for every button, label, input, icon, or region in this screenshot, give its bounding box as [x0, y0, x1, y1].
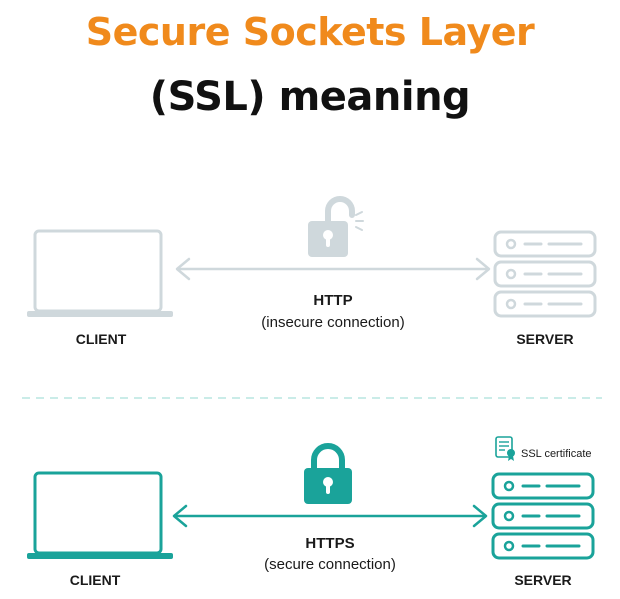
laptop-icon	[27, 229, 173, 317]
double-arrow-icon	[175, 257, 491, 281]
page-title-line-2: (SSL) meaning	[149, 74, 471, 120]
section-divider	[22, 397, 602, 399]
http-protocol-label: HTTP	[313, 292, 353, 309]
page-title-line-1: Secure Sockets Layer	[85, 10, 535, 54]
client-label: CLIENT	[75, 331, 127, 347]
https-protocol-label: HTTPS	[305, 535, 355, 552]
server-icon	[491, 472, 595, 560]
server-icon	[493, 230, 597, 318]
ssl-certificate-icon	[495, 436, 515, 461]
http-connection-description: (insecure connection)	[261, 314, 405, 331]
client-label: CLIENT	[69, 572, 121, 588]
double-arrow-icon	[172, 504, 488, 528]
server-label: SERVER	[514, 572, 572, 588]
unlocked-padlock-icon	[308, 196, 364, 257]
laptop-icon	[27, 471, 173, 559]
server-label: SERVER	[516, 331, 574, 347]
locked-padlock-icon	[304, 443, 352, 504]
ssl-certificate-label: SSL certificate	[521, 448, 592, 460]
https-connection-description: (secure connection)	[264, 556, 396, 573]
